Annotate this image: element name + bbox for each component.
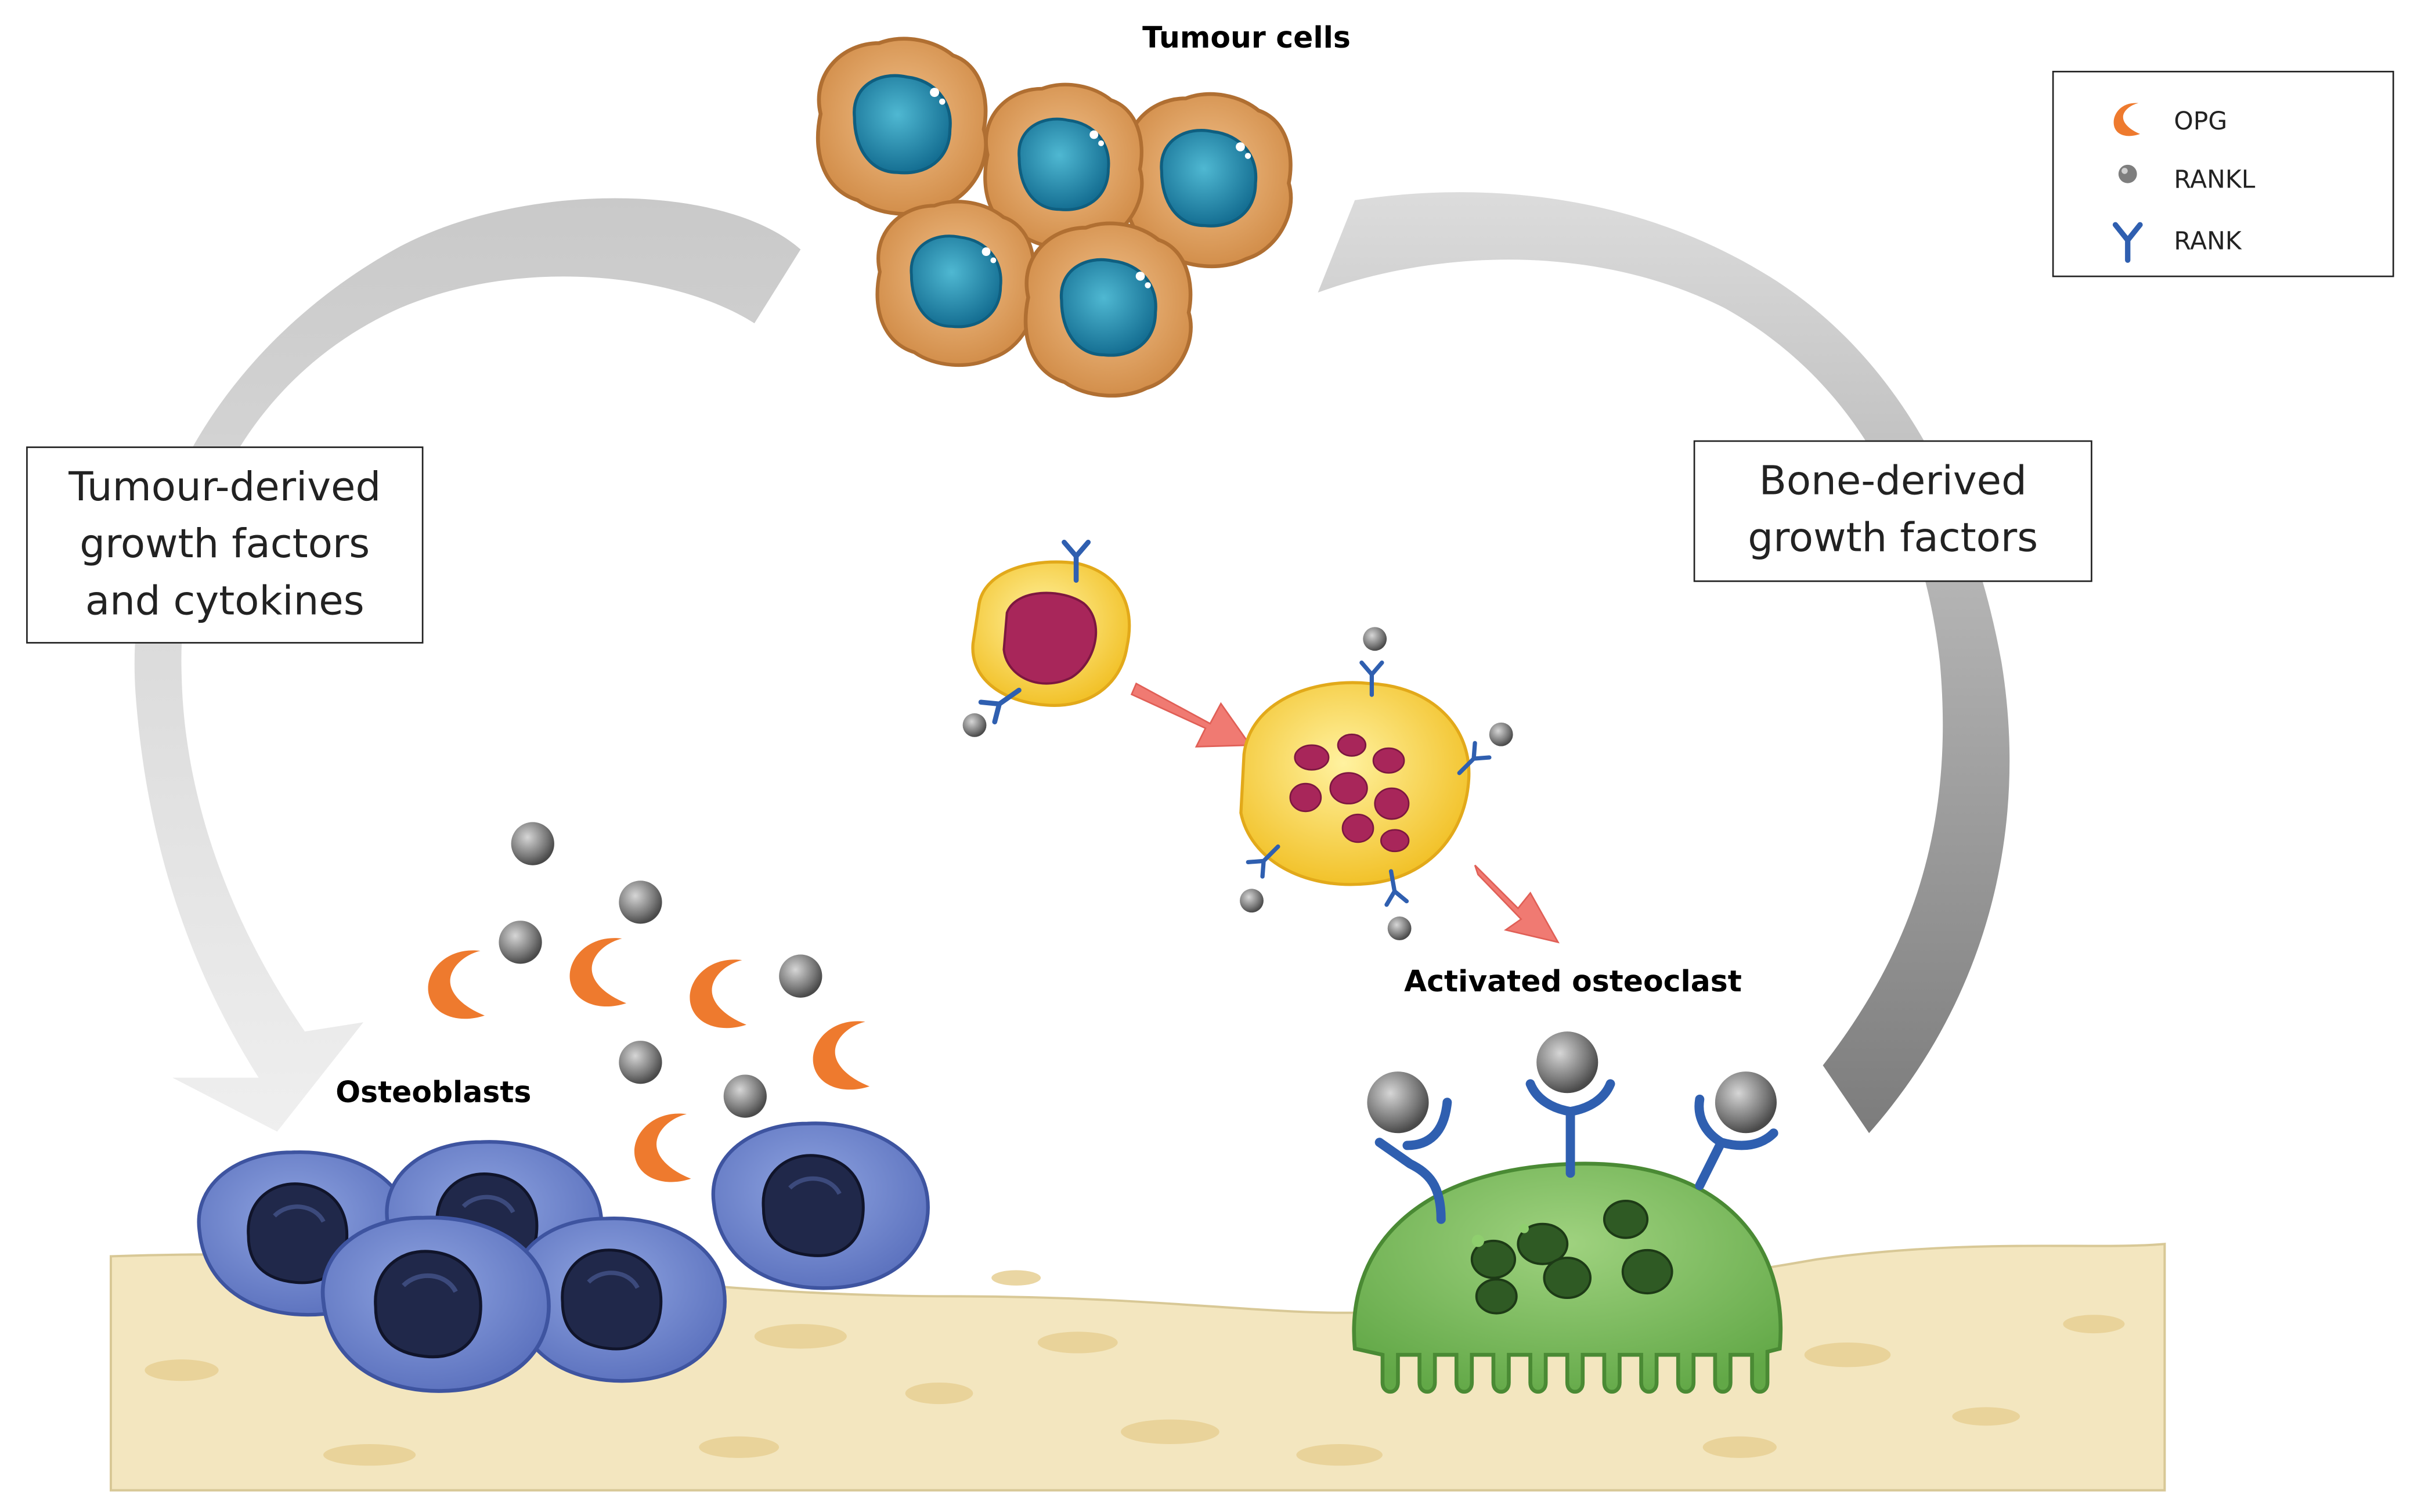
activated-osteoclast-cell	[1352, 1031, 1783, 1394]
legend: OPG RANKL RANK	[2052, 71, 2394, 277]
free-rankl-particles	[499, 822, 822, 1118]
tumour-derived-line-3: and cytokines	[85, 578, 365, 625]
red-arrow-1	[1130, 682, 1252, 748]
opg-icon	[2113, 103, 2140, 136]
legend-label-rankl: RANKL	[2174, 164, 2256, 193]
legend-item-opg: OPG	[2109, 100, 2227, 140]
legend-item-rank: RANK	[2109, 220, 2242, 263]
red-arrow-2	[1474, 864, 1560, 944]
rank-receptor-icon	[2112, 222, 2143, 263]
intermediate-osteoclast	[1239, 627, 1513, 940]
legend-label-opg: OPG	[2174, 105, 2228, 135]
bone-derived-line-2: growth factors	[1748, 515, 2038, 562]
legend-label-rank: RANK	[2174, 225, 2242, 255]
osteoblasts-label: Osteoblasts	[335, 1076, 532, 1110]
tumour-cells-cluster	[818, 39, 1291, 396]
left-arrow	[134, 198, 801, 1132]
bone-derived-factors-box: Bone-derived growth factors	[1693, 440, 2092, 582]
tumour-derived-factors-box: Tumour-derived growth factors and cytoki…	[26, 446, 424, 644]
bone-derived-line-1: Bone-derived	[1759, 459, 2027, 506]
activated-osteoclast-label: Activated osteoclast	[1404, 965, 1742, 999]
osteoclast-precursor	[962, 542, 1131, 737]
tumour-cells-label: Tumour cells	[1142, 21, 1351, 56]
tumour-derived-line-2: growth factors	[80, 521, 370, 568]
legend-item-rankl: RANKL	[2109, 158, 2255, 199]
tumour-derived-line-1: Tumour-derived	[68, 464, 381, 511]
rankl-icon	[2118, 164, 2137, 183]
